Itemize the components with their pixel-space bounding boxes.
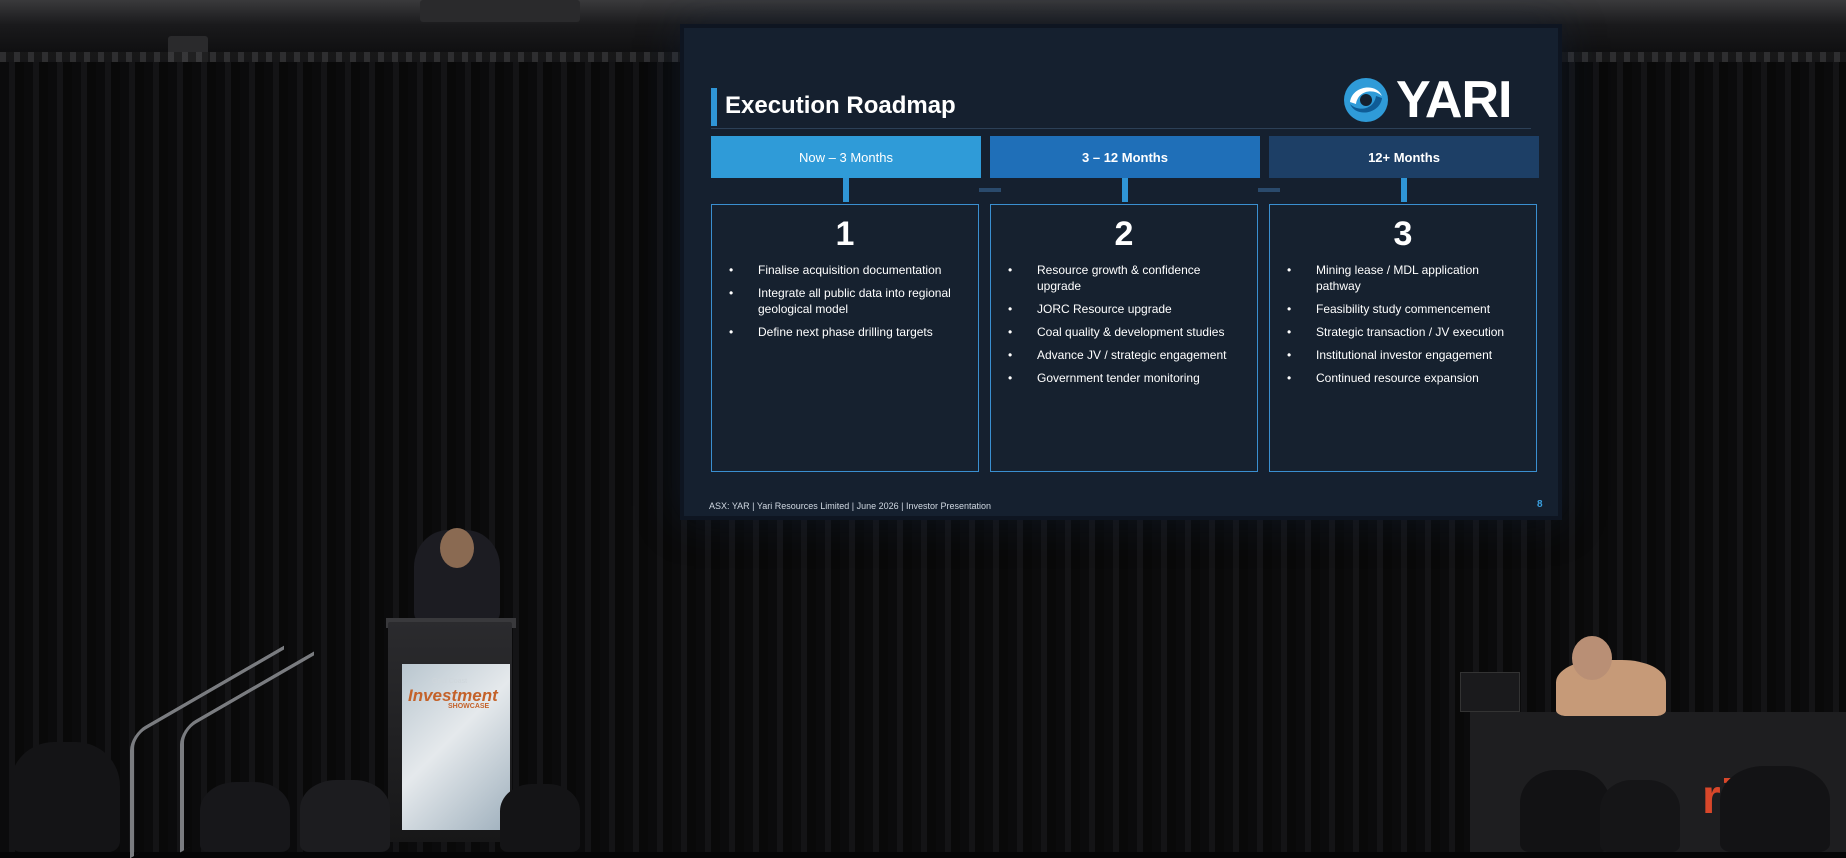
- slide-title: Execution Roadmap: [725, 92, 956, 119]
- speaker-head: [440, 528, 474, 568]
- audience-member: [500, 784, 580, 852]
- phase-box-3: 3 Mining lease / MDL application pathway…: [1269, 204, 1537, 472]
- logo-wordmark: YARI: [1396, 71, 1512, 129]
- yari-logo: YARI: [1342, 71, 1512, 129]
- phase-link-1: [979, 188, 1001, 192]
- connector-2: [1122, 178, 1128, 202]
- list-item: Government tender monitoring: [1008, 370, 1245, 386]
- page-number: 8: [1537, 499, 1543, 510]
- phase-list: Resource growth & confidence upgrade JOR…: [991, 262, 1257, 386]
- list-item: Institutional investor engagement: [1287, 347, 1524, 363]
- list-item: Advance JV / strategic engagement: [1008, 347, 1245, 363]
- laptop: [1460, 672, 1520, 712]
- list-item: Coal quality & development studies: [1008, 324, 1245, 340]
- presentation-slide: Execution Roadmap YARI Now – 3 Months 3 …: [684, 28, 1558, 516]
- phase-number: 3: [1393, 215, 1413, 253]
- title-accent-bar: [711, 88, 717, 126]
- title-rule: [711, 128, 1531, 129]
- phase-header-1: Now – 3 Months: [711, 136, 981, 178]
- phase-box-2: 2 Resource growth & confidence upgrade J…: [990, 204, 1258, 472]
- phase-header-2: 3 – 12 Months: [990, 136, 1260, 178]
- audience-member: [1600, 780, 1680, 852]
- podium-banner-line2: Investment: [408, 686, 498, 705]
- audience-member: [10, 742, 120, 852]
- phase-header-3: 12+ Months: [1269, 136, 1539, 178]
- list-item: Finalise acquisition documentation: [729, 262, 966, 278]
- audience-member: [300, 780, 390, 852]
- phase-box-1: 1 Finalise acquisition documentation Int…: [711, 204, 979, 472]
- podium-banner-line1: Gold Coast: [432, 678, 468, 685]
- list-item: Strategic transaction / JV execution: [1287, 324, 1524, 340]
- phase-list: Mining lease / MDL application pathway F…: [1270, 262, 1536, 386]
- phase-number: 1: [835, 215, 855, 253]
- connector-3: [1401, 178, 1407, 202]
- podium-banner: [402, 664, 510, 830]
- list-item: Continued resource expansion: [1287, 370, 1524, 386]
- swirl-logo-icon: [1344, 78, 1388, 122]
- slide-footer: ASX: YAR | Yari Resources Limited | June…: [709, 501, 991, 511]
- list-item: Integrate all public data into regional …: [729, 285, 966, 317]
- audience-member: [1520, 770, 1610, 852]
- seated-person: [1556, 660, 1666, 716]
- audience-member: [1720, 766, 1830, 852]
- list-item: Feasibility study commencement: [1287, 301, 1524, 317]
- list-item: Resource growth & confidence upgrade: [1008, 262, 1245, 294]
- list-item: JORC Resource upgrade: [1008, 301, 1245, 317]
- phase-list: Finalise acquisition documentation Integ…: [712, 262, 978, 340]
- phase-number: 2: [1114, 215, 1134, 253]
- connector-1: [843, 178, 849, 202]
- projector: [420, 0, 580, 22]
- seated-person-head: [1572, 636, 1612, 680]
- phase-link-2: [1258, 188, 1280, 192]
- list-item: Mining lease / MDL application pathway: [1287, 262, 1524, 294]
- audience-member: [200, 782, 290, 852]
- list-item: Define next phase drilling targets: [729, 324, 966, 340]
- podium-banner-line3: SHOWCASE: [448, 703, 490, 710]
